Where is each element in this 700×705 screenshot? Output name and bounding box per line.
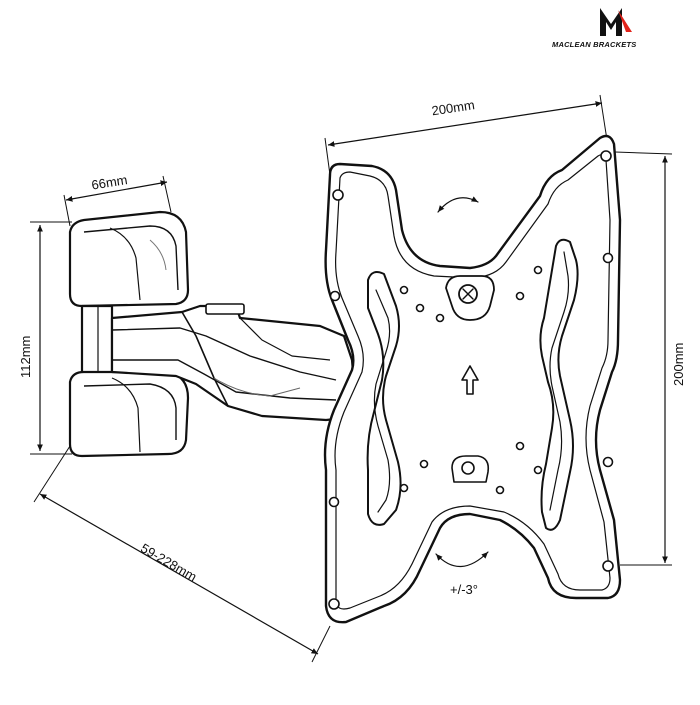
brand-name: MACLEAN BRACKETS xyxy=(552,40,637,49)
logo-mark-icon xyxy=(600,8,622,36)
dimension-plate-width: 200mm xyxy=(324,94,608,176)
rotation-arrow-top-icon xyxy=(437,196,479,213)
arm-height-label: 112mm xyxy=(18,336,33,378)
dimension-plate-height: 200mm xyxy=(614,151,686,566)
arm-width-label: 66mm xyxy=(90,172,128,192)
swivel-arm xyxy=(110,303,358,422)
dimension-arm-reach: 59-228mm xyxy=(33,445,331,663)
brand-logo xyxy=(600,8,632,36)
safety-screw-bottom-icon xyxy=(461,461,475,475)
rotation-arrow-bottom-icon xyxy=(435,551,489,568)
plate-width-label: 200mm xyxy=(431,97,476,118)
dimension-arm-width: 66mm xyxy=(63,172,172,227)
tilt-range-label: +/-3° xyxy=(450,582,478,597)
vesa-plate xyxy=(323,134,622,624)
arm-reach-label: 59-228mm xyxy=(138,540,199,584)
plate-height-label: 200mm xyxy=(671,343,686,386)
up-arrow-icon xyxy=(461,365,479,395)
dimension-arm-height: 112mm xyxy=(18,221,72,455)
logo-accent-icon xyxy=(618,10,632,32)
mounting-holes xyxy=(328,150,614,610)
